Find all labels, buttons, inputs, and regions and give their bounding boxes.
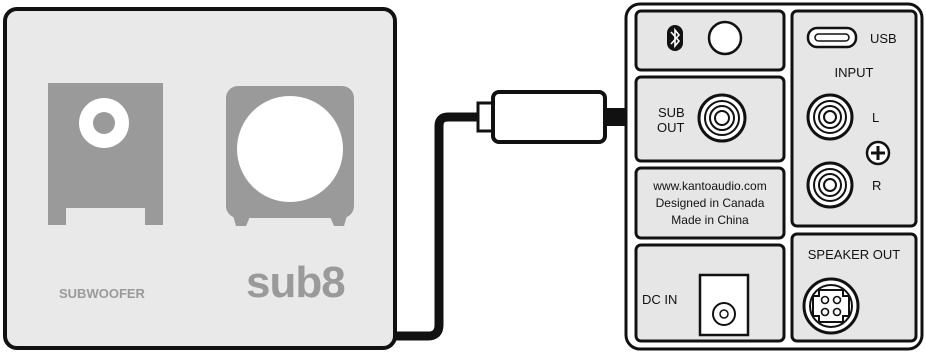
subwoofer-label: SUBWOOFER xyxy=(59,286,146,301)
bluetooth-pair-button[interactable] xyxy=(707,20,743,56)
info-designed: Designed in Canada xyxy=(656,196,765,210)
subwoofer-side-icon xyxy=(48,83,163,225)
dc-in-port[interactable] xyxy=(698,273,750,337)
usb-c-port-icon[interactable] xyxy=(806,26,858,49)
brand-logo: sub8 xyxy=(246,258,345,307)
input-label: INPUT xyxy=(835,65,874,80)
input-right-jack[interactable] xyxy=(806,161,854,209)
speaker-out-connector[interactable] xyxy=(802,277,860,335)
subwoofer-card: SUBWOOFER sub8 xyxy=(3,7,397,350)
sub-out-label-line2: OUT xyxy=(657,120,685,135)
sub-out-label-line1: SUB xyxy=(658,105,685,120)
subwoofer-front-icon xyxy=(226,86,354,226)
input-left-label: L xyxy=(872,110,879,125)
info-made: Made in China xyxy=(671,213,749,227)
rca-plug xyxy=(491,90,607,144)
info-cell xyxy=(634,166,786,240)
sub-out-jack[interactable] xyxy=(697,93,747,143)
usb-label: USB xyxy=(870,31,897,46)
plus-icon xyxy=(865,140,891,166)
rear-panel: SUB OUT www.kantoaudio.com Designed in C… xyxy=(624,2,924,351)
cable xyxy=(395,90,655,341)
bluetooth-icon xyxy=(667,25,683,51)
info-website: www.kantoaudio.com xyxy=(652,179,766,193)
input-right-label: R xyxy=(872,178,881,193)
input-left-jack[interactable] xyxy=(806,93,854,141)
dc-in-label: DC IN xyxy=(642,292,677,307)
speaker-out-label: SPEAKER OUT xyxy=(808,247,901,262)
